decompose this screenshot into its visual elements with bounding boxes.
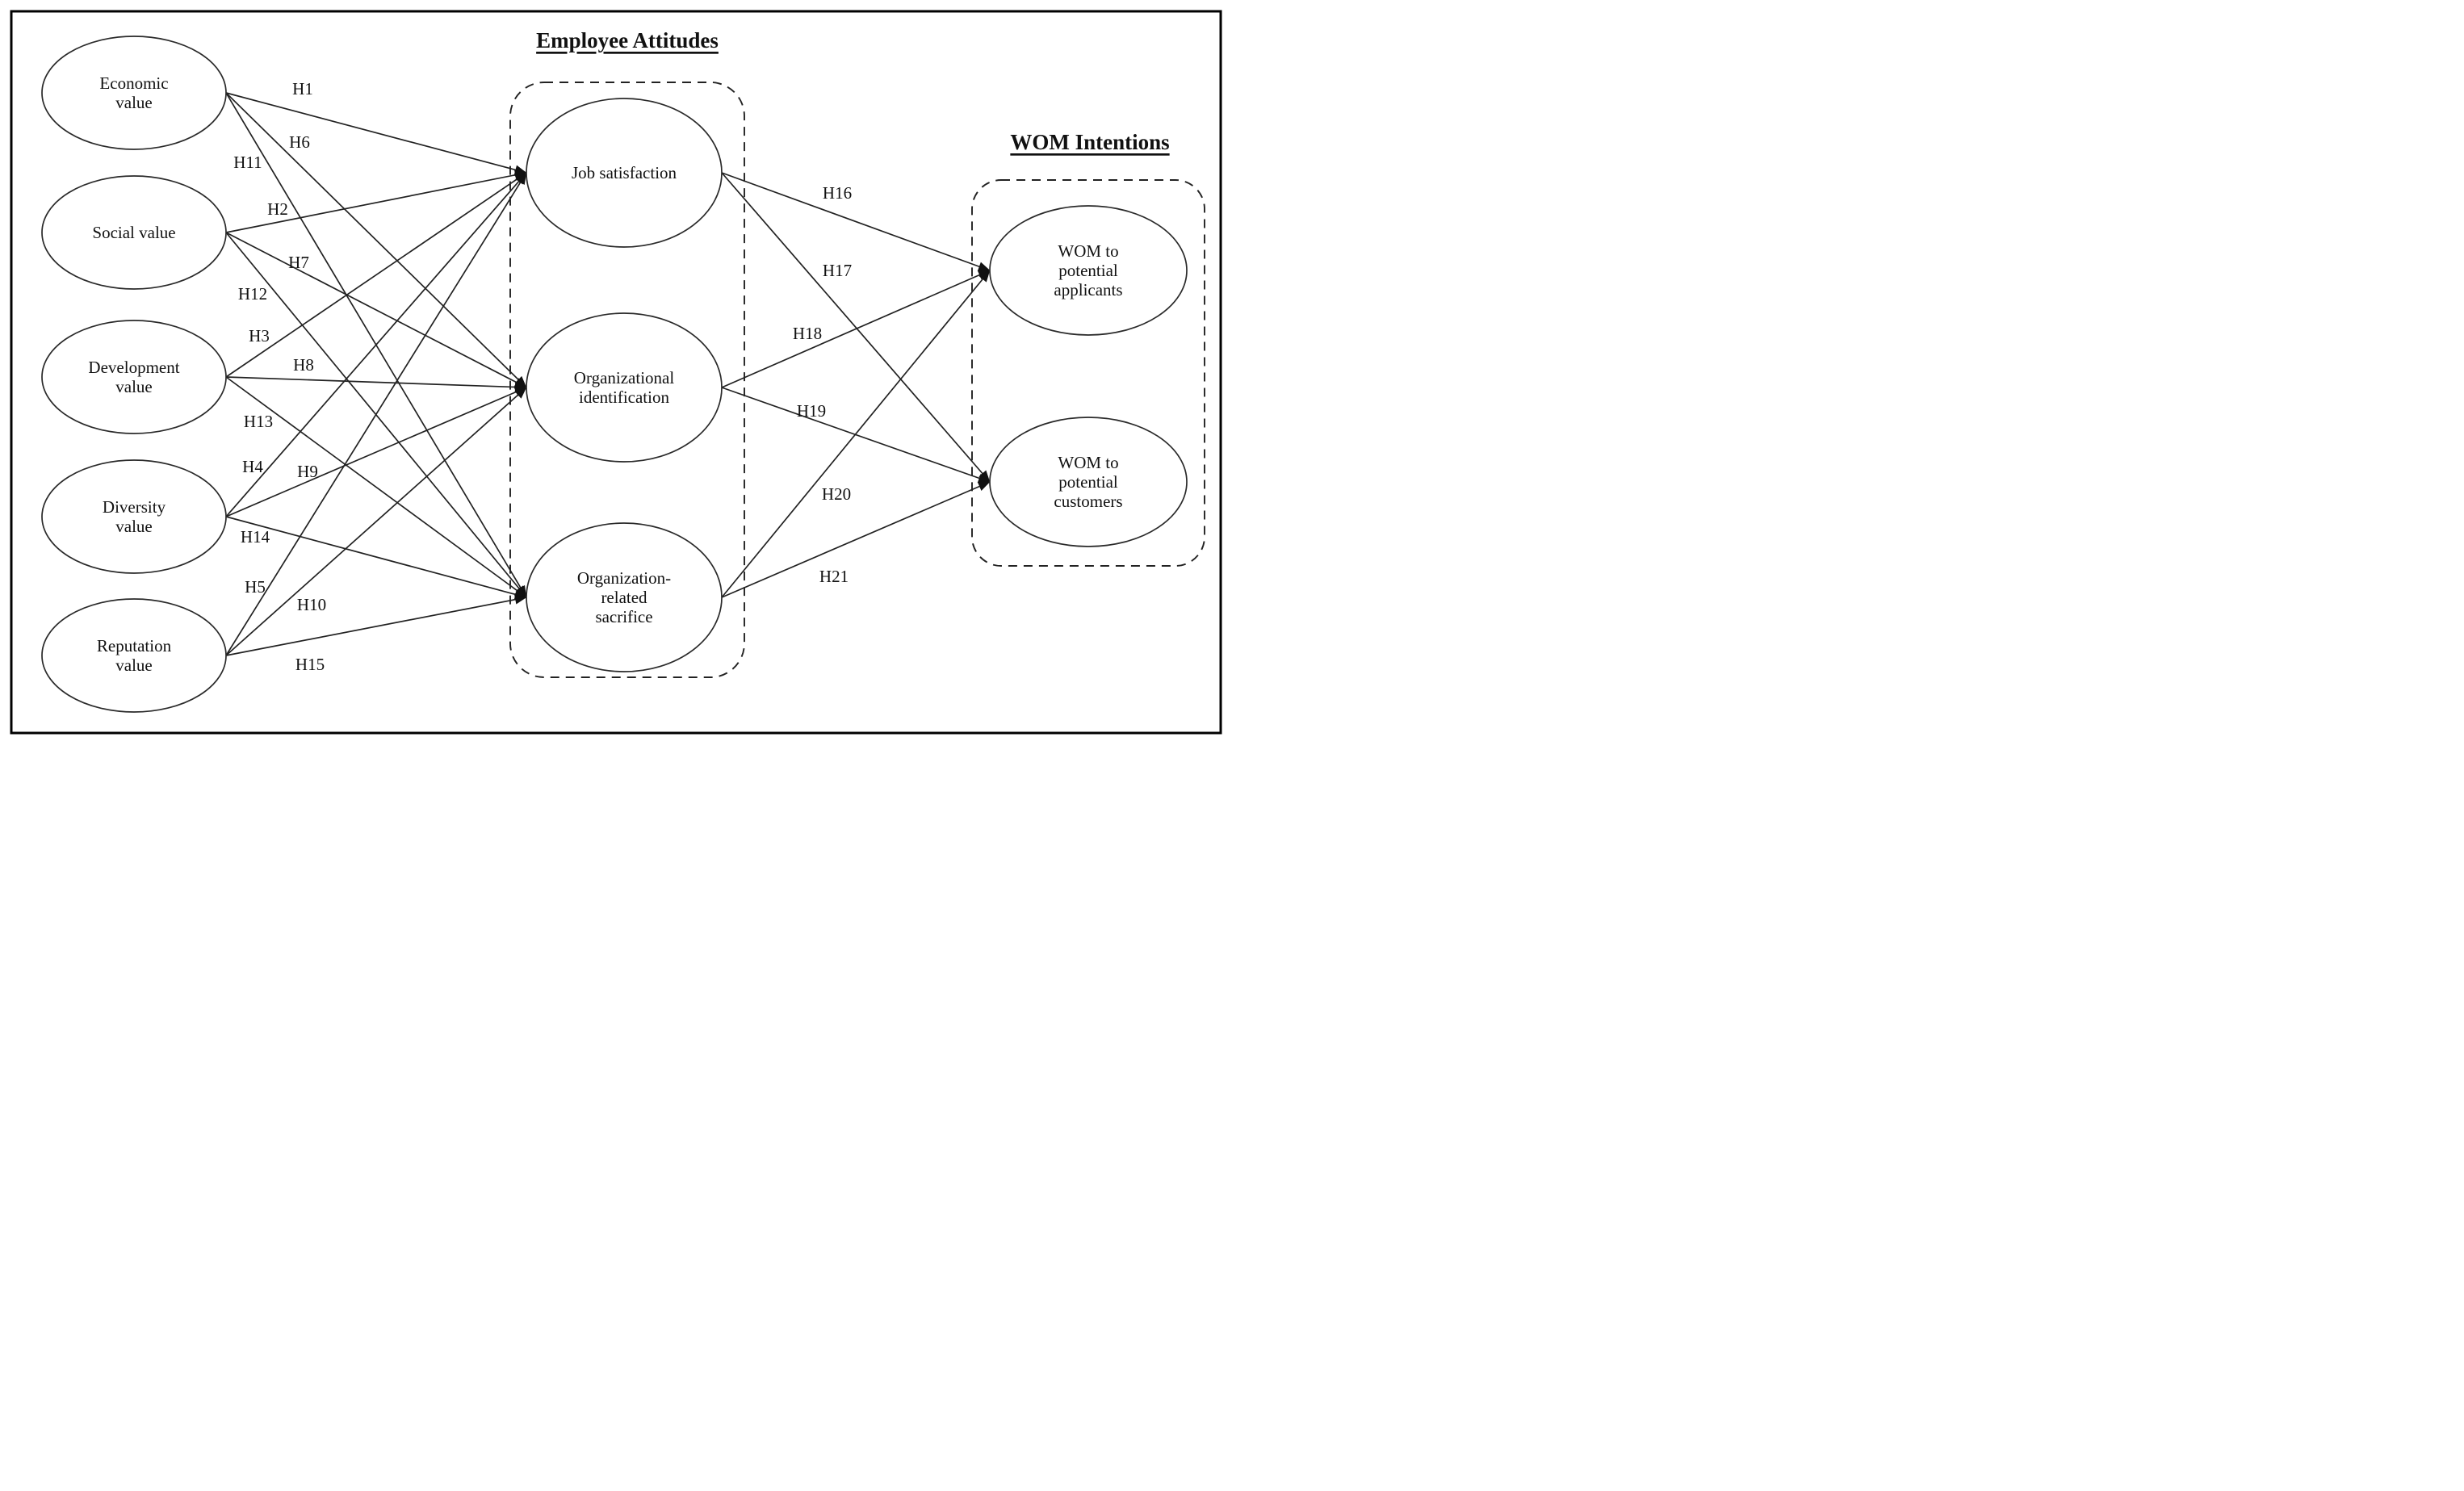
node-reputation-value-label-line: Reputation [97, 636, 172, 655]
group-box-wom-intentions [971, 179, 1205, 567]
node-wom-potential-applicants-label-line: WOM to [1058, 241, 1118, 261]
node-wom-potential-customers-ellipse [989, 417, 1188, 547]
node-organizational-identification-label-line: Organizational [574, 368, 675, 387]
edge-h8-line [225, 376, 527, 392]
node-social-value-ellipse [41, 175, 227, 290]
node-economic-value-label-line: value [115, 93, 152, 112]
edge-h15-line [225, 594, 527, 656]
node-organization-related-sacrifice-label-line: Organization- [577, 568, 671, 588]
node-job-satisfaction-label-line: Job satisfaction [572, 163, 677, 182]
node-organization-related-sacrifice-ellipse [526, 522, 723, 672]
node-wom-potential-applicants-ellipse [989, 205, 1188, 336]
edge-h1-line [225, 92, 527, 175]
edge-h12-label: H12 [238, 284, 267, 304]
edge-h9-label: H9 [297, 462, 318, 481]
edge-h7-line [225, 232, 527, 388]
node-development-value-label-line: Development [88, 358, 179, 377]
edge-h19-label: H19 [797, 401, 826, 421]
edge-h13-label: H13 [244, 412, 273, 431]
edge-h15-label: H15 [295, 655, 325, 674]
node-wom-potential-customers-label-line: potential [1058, 472, 1118, 492]
edge-h16-line [721, 172, 991, 271]
edge-h2-label: H2 [267, 199, 288, 219]
node-organization-related-sacrifice-label-line: related [601, 588, 647, 607]
edge-h10-label: H10 [297, 595, 326, 614]
edge-h3-line [225, 172, 527, 378]
group-title-employee-attitudes: Employee Attitudes [536, 28, 719, 52]
node-social-value-label-line: Social value [92, 223, 175, 242]
edge-h11-label: H11 [233, 153, 262, 172]
edge-h20-line [721, 270, 991, 598]
group-box-employee-attitudes [509, 82, 745, 678]
node-wom-potential-customers-label-line: WOM to [1058, 453, 1118, 472]
edge-h6-label: H6 [289, 132, 310, 152]
node-wom-potential-applicants-label-line: potential [1058, 261, 1118, 280]
node-diversity-value-label-line: Diversity [103, 497, 166, 517]
node-job-satisfaction: Job satisfaction [526, 98, 723, 248]
edge-h14-label: H14 [241, 527, 270, 547]
edge-h18-label: H18 [793, 324, 822, 343]
node-job-satisfaction-label: Job satisfaction [572, 163, 677, 182]
node-development-value-label-line: value [115, 377, 152, 396]
edge-h21-label: H21 [819, 567, 849, 586]
edge-h20-label: H20 [822, 484, 851, 504]
edge-h21-line [721, 481, 991, 598]
edge-h2-line [225, 170, 527, 233]
node-diversity-value-ellipse [41, 459, 227, 574]
edge-h17-label: H17 [823, 261, 852, 280]
node-social-value-label: Social value [92, 223, 175, 242]
edge-h5-label: H5 [245, 577, 266, 597]
node-reputation-value-label-line: value [115, 655, 152, 675]
edge-h4-label: H4 [242, 457, 263, 476]
group-title-wom-intentions: WOM Intentions [1010, 130, 1169, 154]
node-organizational-identification-label-line: identification [579, 387, 669, 407]
edge-h17-line [721, 172, 991, 483]
edge-h16-label: H16 [823, 183, 852, 203]
node-organization-related-sacrifice-label-line: sacrifice [595, 607, 652, 626]
edge-h10-line [225, 387, 527, 656]
edge-h3-label: H3 [249, 326, 270, 346]
node-economic-value-ellipse [41, 36, 227, 150]
node-diversity-value-label-line: value [115, 517, 152, 536]
node-organizational-identification-ellipse [526, 312, 723, 463]
edge-h7-label: H7 [288, 253, 309, 272]
edge-h6-line [225, 92, 527, 388]
node-economic-value-label-line: Economic [99, 73, 168, 93]
node-wom-potential-customers-label-line: customers [1054, 492, 1122, 511]
edge-h13-line [225, 376, 527, 598]
edge-h11-line [225, 92, 527, 598]
edge-h14-line [225, 516, 527, 600]
node-reputation-value-ellipse [41, 598, 227, 713]
node-social-value: Social value [41, 175, 227, 290]
edge-h18-line [721, 270, 991, 388]
node-development-value-ellipse [41, 320, 227, 434]
edge-h9-line [225, 387, 527, 517]
node-wom-potential-applicants-label-line: applicants [1054, 280, 1122, 299]
edge-h8-label: H8 [293, 355, 314, 375]
node-job-satisfaction-ellipse [526, 98, 723, 248]
edge-h12-line [225, 232, 527, 598]
edge-h1-label: H1 [292, 79, 313, 98]
figure-border [10, 10, 1222, 735]
